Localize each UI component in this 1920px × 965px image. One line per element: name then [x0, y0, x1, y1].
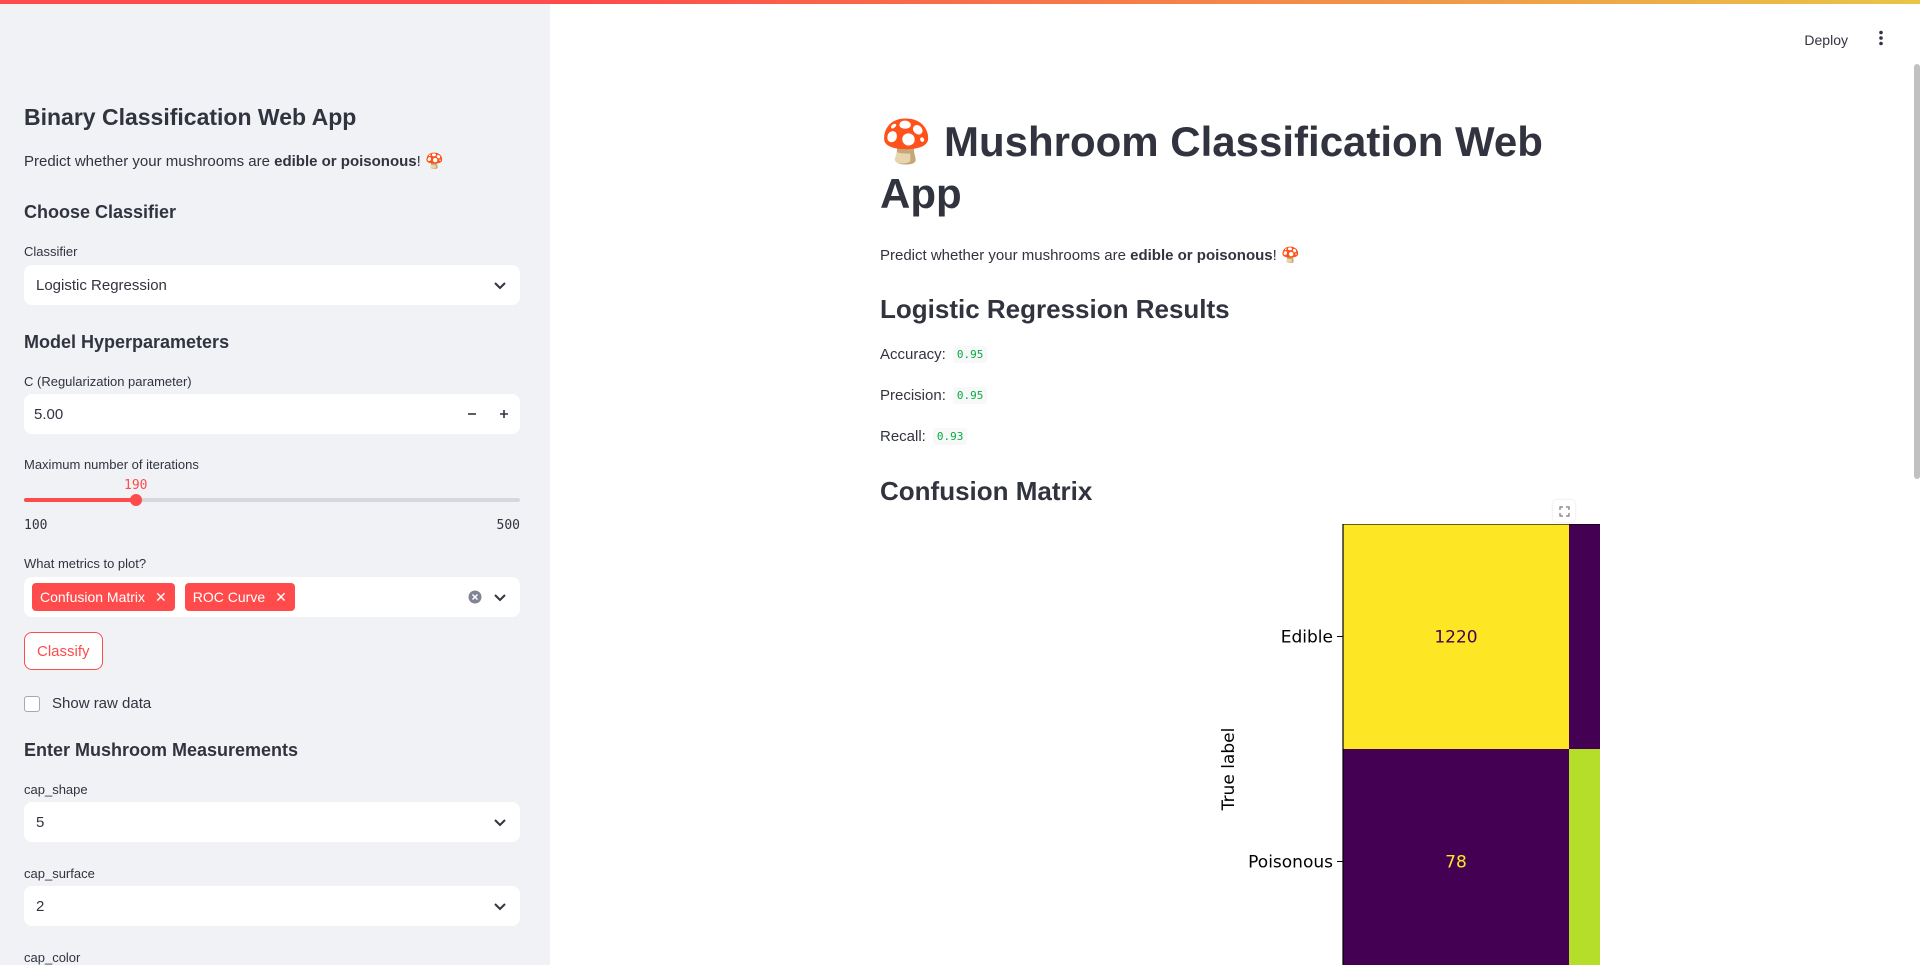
results-heading: Logistic Regression Results [880, 294, 1230, 324]
recall-label: Recall: [880, 428, 926, 445]
cm-cell [1569, 524, 1600, 749]
measurements-heading: Enter Mushroom Measurements [24, 740, 299, 760]
sidebar-title: Binary Classification Web App [24, 104, 357, 130]
close-icon[interactable]: ✕ [155, 588, 167, 605]
cap-surface-label: cap_surface [24, 866, 95, 881]
recall-metric: Recall: 0.93 [880, 428, 968, 445]
chip-label: ROC Curve [192, 589, 266, 605]
main-desc-text: Predict whether your mushrooms are [880, 247, 1131, 264]
increment-button[interactable] [488, 394, 520, 434]
confusion-matrix-chart: 122052781088EdiblePoisonousTrue label120… [1219, 524, 1600, 965]
main-desc-bold: edible or poisonous [1130, 247, 1273, 264]
cap-shape-select[interactable]: 5 [24, 802, 520, 842]
cap-color-label: cap_color [24, 950, 81, 965]
classify-button[interactable]: Classify [24, 632, 103, 670]
fullscreen-icon[interactable] [1553, 500, 1575, 522]
classifier-select-value: Logistic Regression [36, 276, 167, 294]
close-icon[interactable]: ✕ [275, 588, 287, 605]
metric-chip-roc-curve[interactable]: ROC Curve ✕ [184, 583, 295, 611]
classifier-label: Classifier [24, 244, 78, 259]
choose-classifier-heading: Choose Classifier [24, 202, 177, 222]
precision-label: Precision: [880, 387, 946, 404]
show-raw-data-label: Show raw data [52, 695, 152, 712]
chevron-down-icon[interactable] [492, 589, 508, 605]
precision-value: 0.95 [952, 387, 988, 404]
sidebar-desc-suffix: ! 🍄 [416, 153, 444, 170]
y-tick-label: Edible [1281, 628, 1333, 648]
y-axis-label: True label [1219, 728, 1239, 812]
max-iterations-label: Maximum number of iterations [24, 457, 199, 472]
top-decoration-bar [0, 0, 1920, 4]
accuracy-label: Accuracy: [880, 346, 946, 363]
decrement-button[interactable] [456, 394, 488, 434]
cm-cell [1343, 524, 1569, 749]
accuracy-metric: Accuracy: 0.95 [880, 346, 988, 363]
sidebar-desc-bold: edible or poisonous [274, 153, 417, 170]
slider-min-label: 100 [24, 518, 48, 533]
checkbox-box[interactable] [24, 695, 40, 712]
cm-frame [1342, 524, 1600, 965]
hyperparameters-heading: Model Hyperparameters [24, 332, 230, 352]
metrics-multiselect[interactable]: Confusion Matrix ✕ ROC Curve ✕ [24, 577, 520, 617]
slider-value-label: 190 [124, 478, 148, 493]
main-desc-suffix: ! 🍄 [1272, 247, 1300, 264]
cap-surface-value: 2 [36, 897, 45, 915]
metric-chip-confusion-matrix[interactable]: Confusion Matrix ✕ [32, 583, 175, 611]
accuracy-value: 0.95 [952, 346, 988, 363]
slider-fill [24, 498, 136, 502]
chevron-down-icon [492, 898, 508, 914]
y-tick-label: Poisonous [1248, 853, 1333, 873]
metrics-label: What metrics to plot? [24, 556, 147, 571]
confusion-matrix-heading: Confusion Matrix [880, 476, 1093, 506]
more-options-icon[interactable] [1878, 30, 1884, 51]
chevron-down-icon [492, 277, 508, 293]
slider-max-label: 500 [496, 518, 520, 533]
cm-cell [1343, 749, 1569, 965]
sidebar: Binary Classification Web App Predict wh… [0, 4, 550, 965]
chip-label: Confusion Matrix [40, 589, 146, 605]
slider-thumb[interactable] [129, 494, 142, 506]
cap-shape-value: 5 [36, 813, 45, 831]
clear-all-icon[interactable] [468, 590, 482, 604]
max-iterations-slider[interactable] [24, 494, 520, 506]
cm-cell [1569, 749, 1600, 965]
cap-surface-select[interactable]: 2 [24, 886, 520, 926]
cm-cell-value: 1220 [1434, 628, 1477, 648]
recall-value: 0.93 [932, 428, 968, 445]
cm-cell-value: 78 [1445, 853, 1467, 873]
show-raw-data-checkbox[interactable]: Show raw data [24, 695, 151, 712]
c-param-label: C (Regularization parameter) [24, 374, 192, 389]
main-area: Deploy 🍄 Mushroom Classification Web App… [550, 4, 1920, 965]
page-title: 🍄 Mushroom Classification Web App [880, 118, 1543, 217]
deploy-button[interactable]: Deploy [1804, 32, 1848, 48]
cap-shape-label: cap_shape [24, 782, 88, 797]
chevron-down-icon [492, 814, 508, 830]
precision-metric: Precision: 0.95 [880, 387, 988, 404]
classifier-select[interactable]: Logistic Regression [24, 265, 520, 305]
sidebar-desc-text: Predict whether your mushrooms are [24, 153, 275, 170]
c-param-input[interactable]: 5.00 [24, 394, 520, 434]
scrollbar[interactable] [1914, 64, 1920, 479]
main-description: Predict whether your mushrooms are edibl… [880, 246, 1300, 264]
c-param-value: 5.00 [34, 405, 64, 423]
sidebar-description: Predict whether your mushrooms are edibl… [24, 152, 444, 170]
